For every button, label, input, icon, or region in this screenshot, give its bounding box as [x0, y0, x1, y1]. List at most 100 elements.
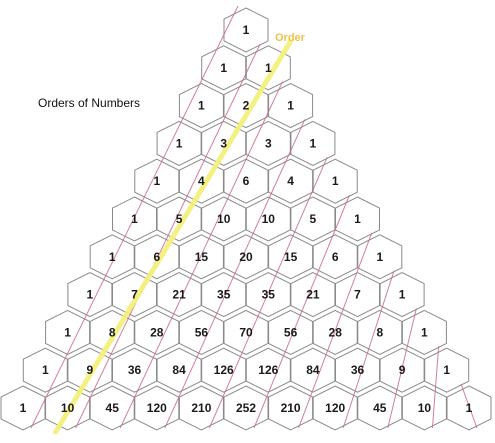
- cell-number: 8: [376, 325, 383, 339]
- cell-number: 1: [198, 99, 205, 113]
- order-highlight-band: [53, 39, 293, 435]
- cell-number: 1: [64, 325, 71, 339]
- hex-cell: [223, 385, 269, 431]
- cell-number: 84: [172, 363, 186, 377]
- cell-number: 6: [332, 250, 339, 264]
- hex-cell: [312, 158, 358, 204]
- hex-cell: [67, 272, 113, 318]
- diagonal-line: [30, 5, 239, 429]
- cell-number: 126: [214, 363, 234, 377]
- cell-number: 6: [243, 174, 250, 188]
- diagonal-line: [431, 346, 440, 429]
- cell-number: 4: [287, 174, 294, 188]
- cell-number: 1: [287, 99, 294, 113]
- hex-cell: [201, 347, 247, 393]
- hex-cell: [178, 83, 224, 129]
- diagonal-line: [75, 43, 261, 429]
- cell-number: 3: [220, 136, 227, 150]
- cell-number: 10: [61, 401, 75, 415]
- hex-cell: [245, 272, 291, 318]
- hex-cell: [335, 196, 380, 242]
- cell-number: 21: [306, 288, 320, 302]
- hex-cell: [223, 158, 269, 204]
- cell-number: 35: [262, 288, 276, 302]
- cell-number: 120: [325, 401, 345, 415]
- hex-cell: [156, 120, 202, 166]
- cell-number: 21: [172, 288, 186, 302]
- hex-cell: [223, 309, 269, 355]
- hex-cells-layer: [0, 7, 492, 431]
- diagonal-line: [342, 270, 395, 429]
- cell-number: 7: [354, 288, 361, 302]
- cell-number: 1: [176, 136, 183, 150]
- diagonal-lines-layer: [30, 5, 478, 435]
- hex-cell: [312, 234, 358, 280]
- cell-number: 1: [20, 401, 27, 415]
- cell-number: 28: [329, 325, 343, 339]
- hex-cell: [268, 158, 314, 204]
- cell-number: 1: [265, 61, 272, 75]
- cell-number: 252: [236, 401, 256, 415]
- cell-number: 1: [332, 174, 339, 188]
- diagonal-line: [298, 232, 373, 429]
- cell-number: 126: [258, 363, 278, 377]
- cell-number: 1: [243, 23, 250, 37]
- hex-cell: [156, 347, 202, 393]
- hex-cell: [156, 272, 202, 318]
- cell-number: 1: [466, 401, 473, 415]
- diagonal-line: [164, 119, 306, 429]
- cell-number: 1: [87, 288, 94, 302]
- cell-number: 5: [176, 212, 183, 226]
- cell-number: 1: [399, 288, 406, 302]
- cell-number: 45: [106, 401, 120, 415]
- diagonal-line: [253, 194, 350, 429]
- hex-cell: [290, 196, 336, 242]
- cell-number: 10: [262, 212, 276, 226]
- cell-number: 1: [354, 212, 361, 226]
- cell-number: 56: [284, 325, 298, 339]
- hex-cell: [89, 234, 135, 280]
- cell-number: 210: [281, 401, 301, 415]
- hex-cell: [201, 272, 247, 318]
- hex-cell: [223, 234, 269, 280]
- hex-cell: [357, 385, 403, 431]
- cell-number: 36: [351, 363, 365, 377]
- cell-number: 28: [150, 325, 164, 339]
- cell-number: 7: [131, 288, 138, 302]
- hex-cell: [290, 120, 336, 166]
- cell-number: 1: [376, 250, 383, 264]
- hex-cell: [379, 272, 425, 318]
- order-label: Order: [275, 32, 306, 44]
- cell-number: 1: [421, 325, 428, 339]
- hex-cell: [401, 385, 447, 431]
- cell-number: 15: [284, 250, 298, 264]
- hex-cell: [290, 272, 336, 318]
- cell-number: 70: [239, 325, 253, 339]
- hex-cell: [335, 272, 380, 318]
- hex-cell: [357, 309, 403, 355]
- cell-number: 9: [87, 363, 94, 377]
- diagonal-line: [208, 157, 328, 429]
- hex-cell: [268, 309, 314, 355]
- cell-number: 35: [217, 288, 231, 302]
- cell-number: 20: [239, 250, 253, 264]
- hex-cell: [245, 120, 291, 166]
- cell-number: 84: [306, 363, 320, 377]
- hex-cell: [22, 347, 68, 393]
- diagonal-line: [387, 308, 417, 429]
- cell-number: 6: [153, 250, 160, 264]
- cell-number: 4: [198, 174, 205, 188]
- cell-number: 56: [195, 325, 209, 339]
- cell-number: 45: [373, 401, 387, 415]
- diagonal-line: [119, 81, 284, 429]
- cell-number: 5: [310, 212, 317, 226]
- cell-number: 2: [243, 99, 250, 113]
- cell-number: 120: [147, 401, 167, 415]
- cell-number: 1: [109, 250, 116, 264]
- cell-number: 1: [310, 136, 317, 150]
- diagonal-line: [460, 383, 478, 429]
- cell-number: 210: [191, 401, 211, 415]
- hex-cell: [0, 385, 46, 431]
